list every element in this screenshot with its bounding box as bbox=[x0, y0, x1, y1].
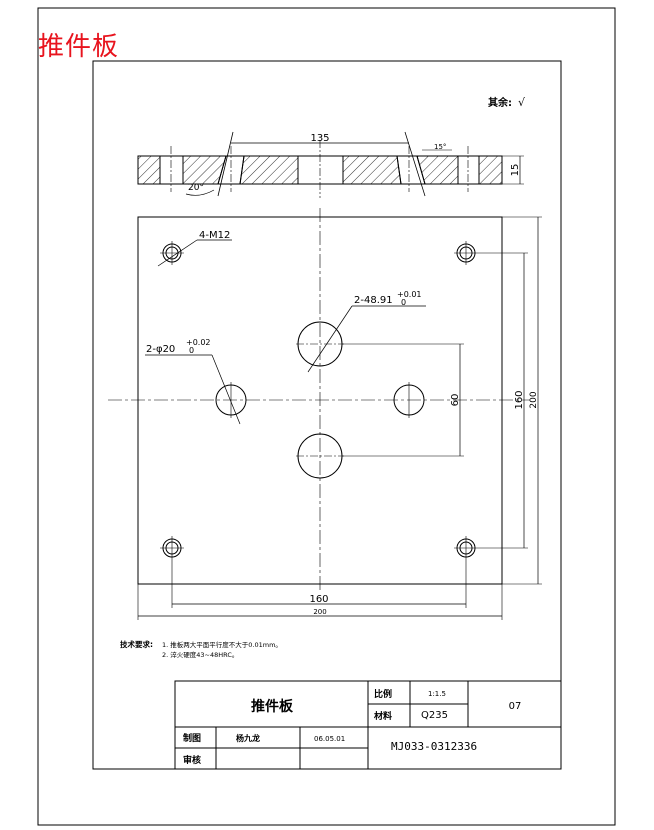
svg-text:+0.02: +0.02 bbox=[186, 338, 211, 347]
svg-text:审核: 审核 bbox=[183, 754, 201, 766]
page-title: 推件板 bbox=[38, 32, 120, 62]
plan-view: 4-M12 2-48.91 +0.01 0 2-φ20 +0.02 0 bbox=[108, 208, 542, 620]
title-block: 推件板 比例 1:1.5 材料 Q235 07 制图 杨九龙 06.05.01 … bbox=[174, 680, 562, 770]
part-name: 推件板 bbox=[251, 698, 294, 715]
tech-requirements: 技术要求: 1. 推板两大平面平行度不大于0.01mm。 2. 淬火硬度43~4… bbox=[120, 639, 282, 659]
dim-angle: 20° bbox=[188, 183, 204, 193]
material-value: Q235 bbox=[421, 710, 448, 721]
section-view: 135 15 15° 20° bbox=[137, 131, 524, 198]
svg-text:0: 0 bbox=[189, 346, 194, 355]
roughness-symbol: √ bbox=[518, 96, 526, 109]
svg-text:2. 淬火硬度43~48HRC。: 2. 淬火硬度43~48HRC。 bbox=[162, 650, 238, 659]
drawn-date: 06.05.01 bbox=[314, 735, 345, 743]
drawn-by: 杨九龙 bbox=[236, 733, 260, 743]
dim-span-160-h: 160 bbox=[309, 594, 328, 605]
dim-span-200-v: 200 bbox=[529, 391, 539, 408]
dim-angle-right: 15° bbox=[434, 143, 446, 151]
small-holes bbox=[215, 382, 425, 418]
dim-span-160-v: 160 bbox=[514, 390, 525, 409]
dim-top-width: 135 bbox=[310, 133, 329, 144]
svg-text:+0.01: +0.01 bbox=[397, 290, 422, 299]
dim-m12-holes: 4-M12 bbox=[199, 230, 230, 241]
roughness-note: 其余: √ bbox=[488, 96, 526, 109]
outer-frame bbox=[37, 7, 616, 826]
dim-big-hole: 2-48.91 bbox=[354, 295, 393, 306]
svg-text:比例: 比例 bbox=[374, 688, 392, 700]
scale-value: 1:1.5 bbox=[428, 690, 446, 698]
svg-text:技术要求:: 技术要求: bbox=[120, 639, 153, 649]
sheet-number: 07 bbox=[509, 701, 522, 712]
dim-thickness: 15 bbox=[510, 164, 521, 177]
dim-small-hole: 2-φ20 bbox=[146, 344, 175, 355]
svg-text:制图: 制图 bbox=[183, 732, 201, 744]
svg-text:材料: 材料 bbox=[373, 710, 392, 722]
dim-span-200-h: 200 bbox=[313, 608, 326, 616]
svg-text:其余:: 其余: bbox=[488, 96, 512, 109]
svg-text:1. 推板两大平面平行度不大于0.01mm。: 1. 推板两大平面平行度不大于0.01mm。 bbox=[162, 640, 282, 649]
m12-holes bbox=[160, 241, 478, 560]
drawing-number: MJ033-0312336 bbox=[391, 740, 477, 753]
dim-span-60: 60 bbox=[450, 394, 461, 407]
svg-text:0: 0 bbox=[401, 298, 406, 307]
